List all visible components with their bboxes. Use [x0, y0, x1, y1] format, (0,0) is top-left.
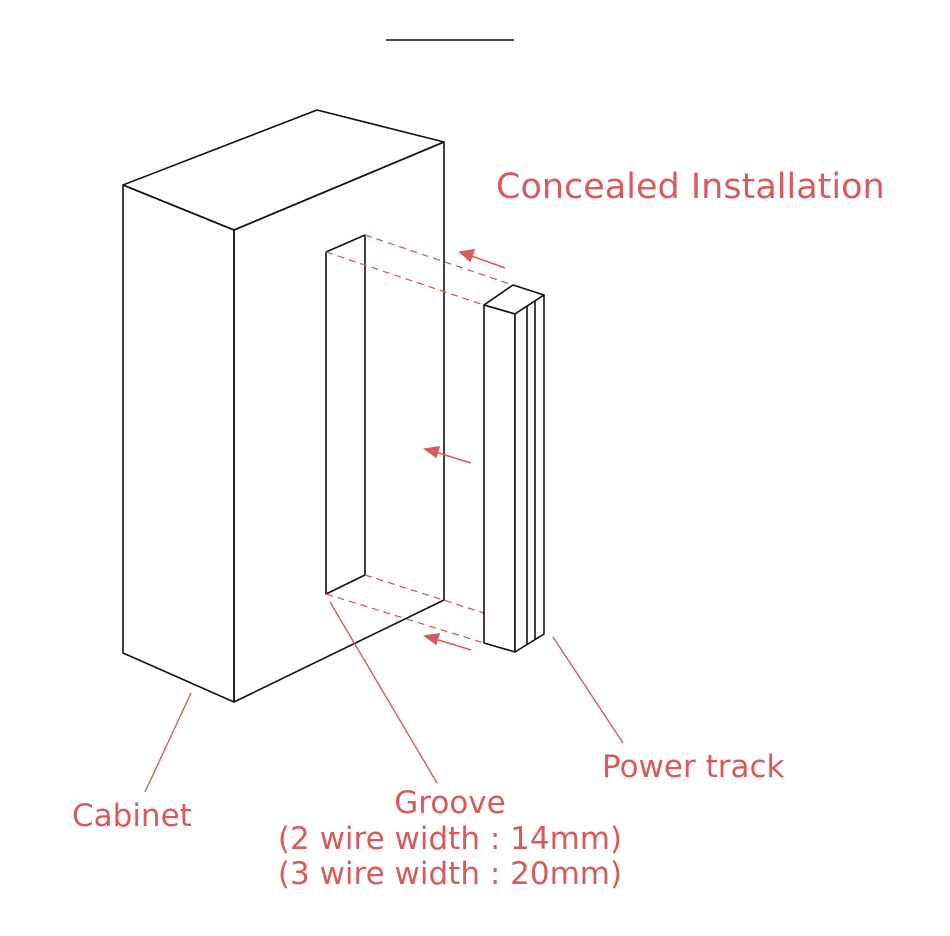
power-track-side-face	[514, 294, 545, 653]
projection-lines	[325, 234, 514, 644]
cabinet-label: Cabinet	[72, 798, 192, 834]
insertion-arrows	[422, 249, 506, 651]
projection-line-top-front	[325, 251, 485, 306]
arrow-bottom-shaft	[431, 637, 472, 651]
cabinet-leader-line	[144, 692, 192, 793]
cabinet-front-face	[233, 141, 445, 703]
power-track-drawing	[483, 284, 545, 653]
arrow-bottom-head	[422, 633, 441, 646]
groove-label: Groove	[394, 785, 506, 821]
groove-label-block: Groove (2 wire width : 14mm) (3 wire wid…	[250, 785, 650, 893]
projection-line-top-back	[364, 234, 514, 286]
groove-drawing	[325, 234, 366, 595]
cabinet-top-face	[122, 109, 445, 231]
power-track-front-face	[483, 304, 516, 653]
groove-3wire-spec: (3 wire width : 20mm)	[277, 856, 623, 893]
power-track-leader-line	[552, 636, 624, 744]
arrow-middle-shaft	[431, 450, 472, 464]
groove-2wire-spec: (2 wire width : 14mm)	[277, 820, 623, 857]
projection-line-bottom-back	[364, 574, 485, 614]
diagram-title: Concealed Installation	[496, 167, 885, 207]
power-track-label: Power track	[602, 749, 785, 785]
groove-leader-line	[329, 601, 438, 784]
arrow-top-head	[458, 249, 476, 263]
projection-line-bottom-front	[325, 593, 485, 644]
leader-lines	[144, 601, 624, 793]
cabinet-drawing	[122, 109, 445, 703]
arrow-middle-head	[422, 446, 441, 459]
cabinet-left-face	[122, 184, 235, 703]
groove-outline	[325, 234, 366, 595]
